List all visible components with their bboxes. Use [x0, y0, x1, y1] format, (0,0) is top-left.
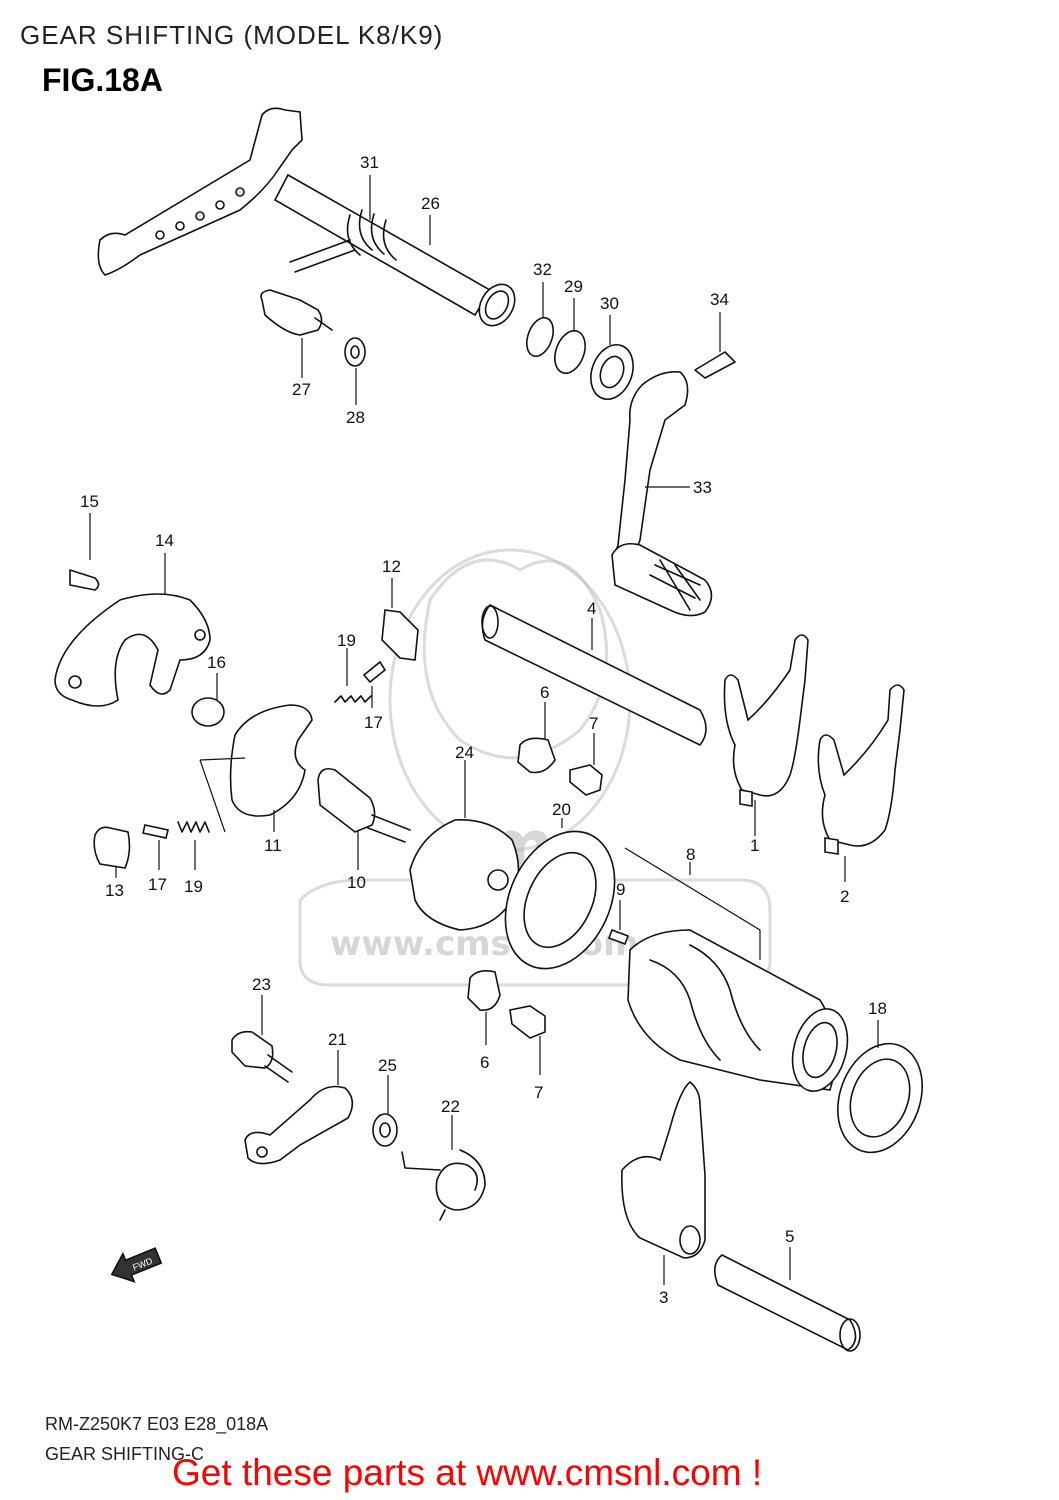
callout-13: 13: [105, 881, 124, 900]
part-pin-17b: [142, 824, 169, 839]
callout-17: 17: [364, 713, 383, 732]
part-spring-19: [334, 695, 372, 703]
callout-20: 20: [552, 800, 571, 819]
callout-2: 2: [840, 887, 849, 906]
callout-3: 3: [659, 1288, 668, 1307]
part-bolt-34: [694, 351, 736, 379]
callout-10: 10: [347, 873, 366, 892]
part-bolt-27: [260, 289, 323, 336]
callout-27: 27: [292, 380, 311, 399]
callout-8: 8: [686, 845, 695, 864]
page-title: GEAR SHIFTING (MODEL K8/K9): [20, 20, 444, 50]
callout-19b: 19: [184, 877, 203, 896]
part-screw-7b: [509, 1005, 546, 1039]
callout-17b: 17: [148, 875, 167, 894]
callout-28: 28: [346, 408, 365, 427]
part-screw-15: [69, 569, 100, 591]
part-circlip-32: [526, 316, 554, 358]
part-screw-7: [569, 764, 603, 796]
promo-link[interactable]: Get these parts at www.cmsnl.com !: [172, 1452, 763, 1493]
part-pawl-lifter-11: [229, 704, 313, 817]
part-cam-plate-24: [409, 819, 520, 931]
part-shift-fork-2: [817, 684, 905, 847]
part-pawl-13: [93, 826, 131, 869]
callout-14: 14: [155, 531, 174, 550]
part-spring-22: [401, 1149, 486, 1221]
callout-34: 34: [710, 290, 729, 309]
callout-7: 7: [589, 714, 598, 733]
callout-9: 9: [616, 880, 625, 899]
callout-22: 22: [441, 1097, 460, 1116]
callout-6b: 6: [480, 1053, 489, 1072]
callout-4: 4: [587, 599, 596, 618]
callout-30: 30: [600, 294, 619, 313]
part-pawl-12: [381, 609, 419, 661]
part-spring-19b: [177, 821, 210, 833]
part-bolt-16: [191, 697, 225, 727]
fwd-arrow-icon: FWD: [110, 1247, 163, 1283]
callout-24: 24: [455, 743, 474, 762]
part-oil-seal-30: [590, 344, 634, 400]
diagram-code: RM-Z250K7 E03 E28_018A: [45, 1414, 269, 1434]
callout-11: 11: [264, 836, 282, 855]
part-washer-29: [554, 329, 586, 375]
part-shift-fork-3: [621, 1080, 706, 1259]
callout-19: 19: [337, 631, 356, 650]
part-bearing-18: [837, 1042, 923, 1154]
part-plate-6b: [467, 970, 501, 1012]
callout-6: 6: [540, 683, 549, 702]
callout-1: 1: [750, 836, 759, 855]
callout-25: 25: [378, 1056, 397, 1075]
callout-33: 33: [693, 478, 712, 497]
callout-labels: 31 26 32 29 30 34 27 28 33 15 14 12 4 19…: [80, 153, 887, 1307]
callout-15: 15: [80, 492, 99, 511]
part-plate-6: [517, 737, 556, 774]
part-stopper-arm-21: [244, 1085, 354, 1165]
callout-5: 5: [785, 1227, 794, 1246]
part-fork-shaft-4: [481, 603, 707, 747]
part-fork-shaft-5: [714, 1254, 857, 1351]
part-bearing-20: [504, 830, 616, 970]
callout-18: 18: [868, 999, 887, 1018]
callout-32: 32: [533, 260, 552, 279]
part-washer-25: [372, 1113, 398, 1147]
callout-29: 29: [564, 277, 583, 296]
figure-number: FIG.18A: [42, 62, 163, 98]
part-bolt-23: [231, 1030, 274, 1069]
diagram-subtitle: GEAR SHIFTING-C: [45, 1444, 205, 1464]
callout-7b: 7: [534, 1083, 543, 1102]
callout-23: 23: [252, 975, 271, 994]
callout-31: 31: [360, 153, 379, 172]
part-washer-28: [344, 337, 366, 367]
part-shift-shaft: [97, 107, 516, 327]
part-shift-fork-1: [723, 634, 809, 797]
callout-12: 12: [382, 557, 401, 576]
part-pin-17: [362, 660, 387, 684]
part-stopper-plate-14: [54, 593, 211, 707]
leader-lines: [89, 175, 879, 1285]
callout-16: 16: [207, 653, 226, 672]
part-shaft-10: [317, 767, 376, 833]
callout-21: 21: [328, 1030, 347, 1049]
callout-26: 26: [421, 194, 440, 213]
part-pin-9: [607, 928, 630, 946]
